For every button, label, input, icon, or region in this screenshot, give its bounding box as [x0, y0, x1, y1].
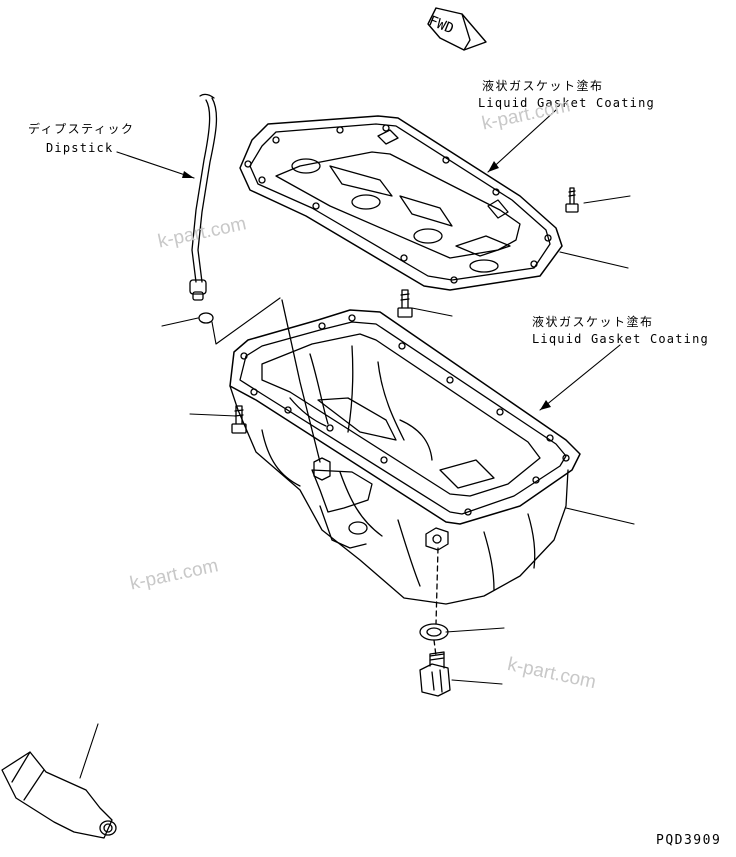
liquid-gasket-tube-part: [1, 751, 117, 839]
upper-cover-part: [239, 115, 563, 291]
gasket-upper-label-jp: 液状ガスケット塗布: [482, 79, 604, 93]
bolt-center-icon: [397, 289, 413, 318]
drain-fitting-part: [425, 527, 449, 551]
leader-arrowheads: [182, 161, 551, 410]
bolt-left-icon: [231, 405, 247, 434]
leader-lines: [79, 109, 635, 779]
drain-alignment-line: [433, 547, 439, 657]
oil-pan-part: [229, 309, 581, 605]
drain-plug-part: [419, 651, 451, 697]
drawing-code: PQD3909: [656, 833, 722, 848]
gasket-lower-label-jp: 液状ガスケット塗布: [532, 315, 654, 329]
fwd-arrow-icon: [427, 7, 487, 51]
dipstick-guide-tube: [281, 299, 321, 463]
dipstick-label-jp: ディプスティック: [28, 122, 135, 136]
bolt-upper-right-icon: [565, 187, 579, 213]
gasket-upper-label-en: Liquid Gasket Coating: [478, 96, 655, 110]
dipstick-part: [189, 93, 218, 301]
dipstick-label-en: Dipstick: [46, 141, 114, 155]
gasket-lower-label-en: Liquid Gasket Coating: [532, 332, 709, 346]
o-ring-part: [198, 312, 214, 324]
washer-part: [419, 623, 449, 641]
